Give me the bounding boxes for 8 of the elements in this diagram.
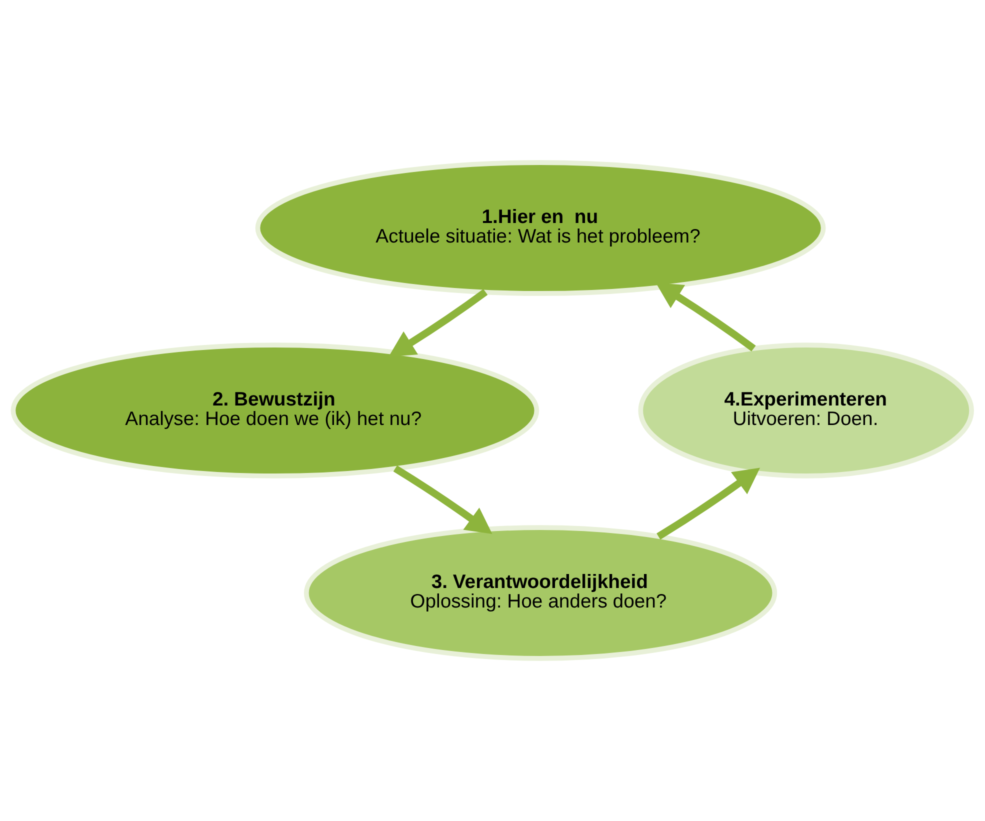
node-ellipse: 4.Experimenteren Uitvoeren: Doen. <box>638 342 974 478</box>
arrow <box>388 289 488 357</box>
node-ellipse: 2. Bewustzijn Analyse: Hoe doen we (ik) het nu? <box>10 342 540 478</box>
arrow <box>656 282 756 352</box>
arrow <box>656 468 760 540</box>
arrow <box>393 465 492 534</box>
node-ellipse: 3. Verantwoordelijkheid Oplossing: Hoe anders doen? <box>304 525 778 661</box>
node-ellipse: 1.Hier en nu Actuele situatie: Wat is het probleem? <box>255 160 826 296</box>
